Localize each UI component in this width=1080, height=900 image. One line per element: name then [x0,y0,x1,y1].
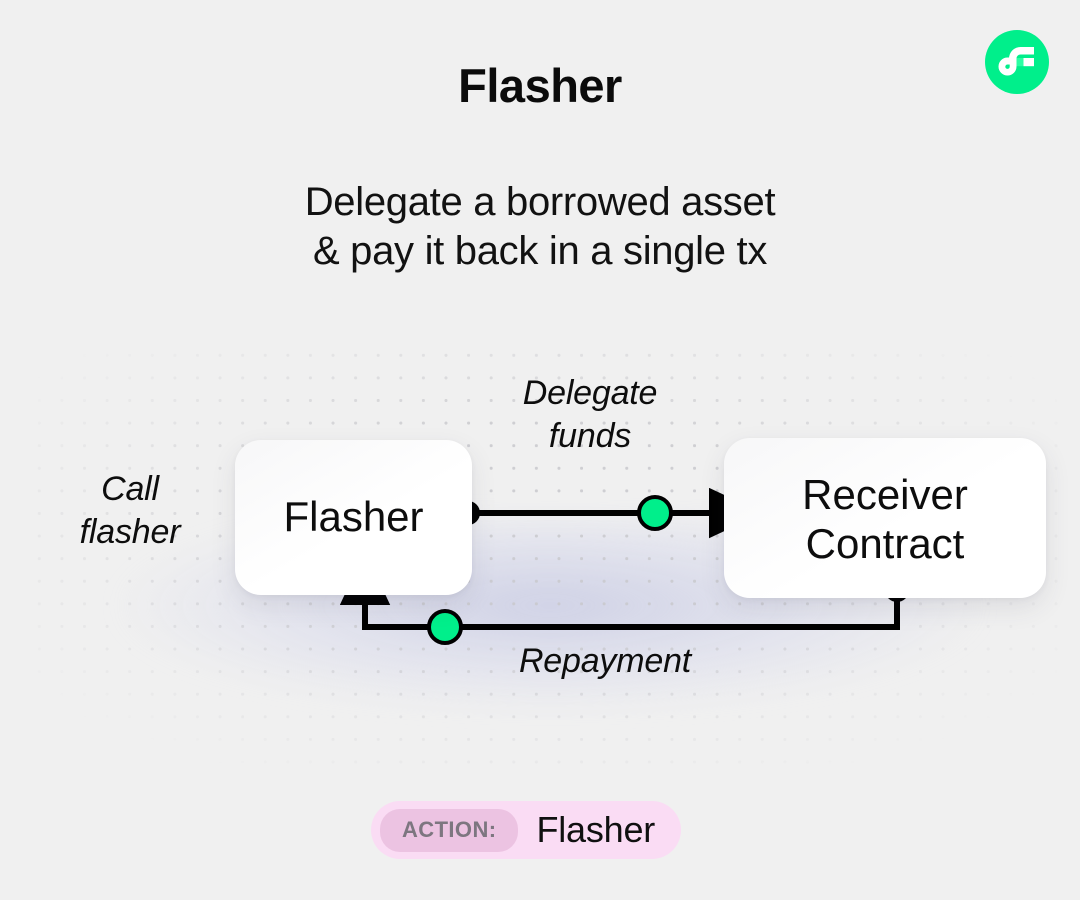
page-title: Flasher [458,59,622,112]
edge-repayment-token [427,609,463,645]
edge-label-repayment: Repayment [518,642,692,680]
action-badge: ACTION: Flasher [371,801,682,859]
edge-label-delegate-funds: Delegate funds [522,374,658,455]
node-receiver-contract[interactable]: Receiver Contract [724,438,1046,598]
node-flasher[interactable]: Flasher [235,440,472,595]
page-subtitle: Delegate a borrowed asset & pay it back … [304,180,776,273]
action-badge-key: ACTION: [380,808,519,852]
flow-diagram: Flasher Receiver Contract Call flasher D… [0,320,1080,790]
edge-repayment-path [339,551,900,630]
flow-logo-icon [998,47,1034,76]
edge-label-call-flasher: Call flasher [79,470,181,551]
brand-logo [985,30,1049,94]
action-badge-value: Flasher [536,809,656,850]
edge-delegate-funds-token [637,495,673,531]
